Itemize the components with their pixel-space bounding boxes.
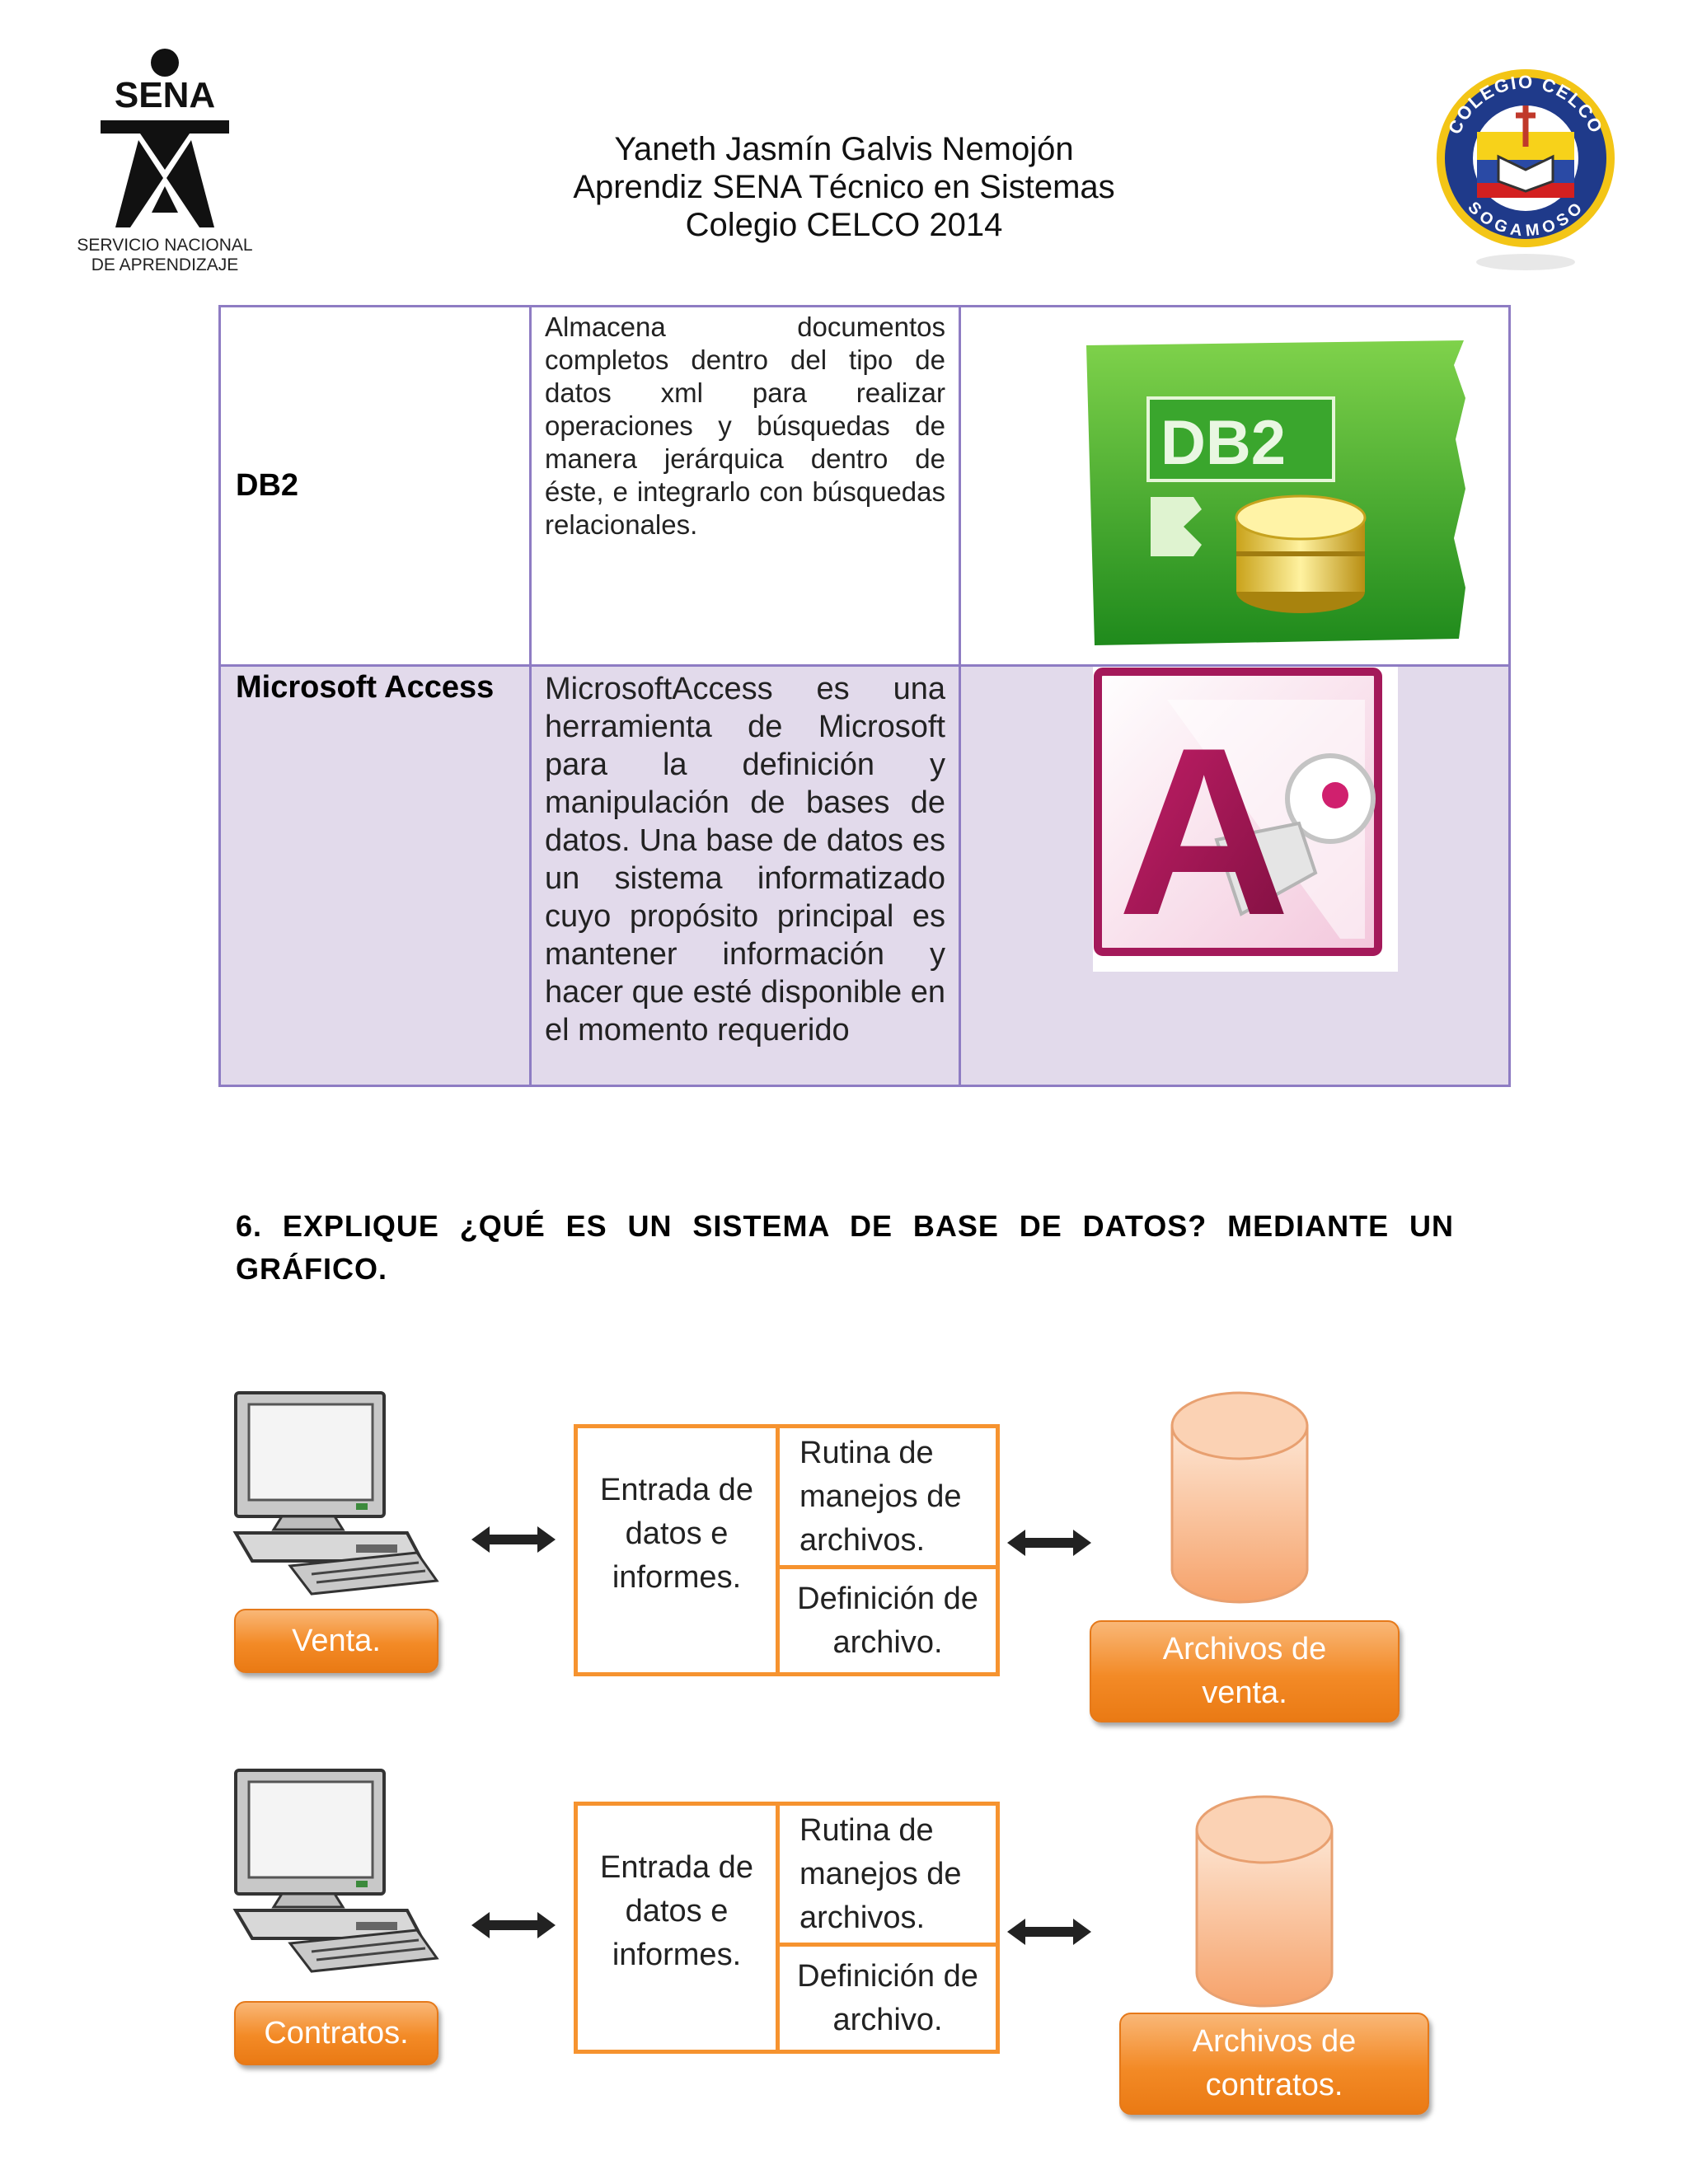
definicion-box: Definición de archivo. (776, 1565, 1000, 1676)
sena-logo-line2: DE APRENDIZAJE (91, 255, 239, 274)
access-logo-text: A (1118, 698, 1290, 965)
db-name: Microsoft Access (236, 670, 495, 705)
sena-logo-title: SENA (115, 75, 215, 115)
computer-icon (232, 1769, 440, 1975)
definicion-text: Definición de archivo. (797, 1581, 978, 1660)
rutina-text: Rutina de manejos de archivos. (799, 1435, 962, 1558)
double-arrow-icon (1006, 1915, 1093, 1948)
archivo-label: Archivos de contratos. (1119, 2013, 1429, 2115)
definicion-text: Definición de archivo. (797, 1958, 978, 2037)
rutina-text: Rutina de manejos de archivos. (799, 1812, 962, 1935)
header-text: Yaneth Jasmín Galvis Nemojón Aprendiz SE… (0, 130, 1688, 244)
definicion-box: Definición de archivo. (776, 1943, 1000, 2054)
user-label: Contratos. (234, 2001, 438, 2065)
entrada-text: Entrada de datos e informes. (600, 1849, 753, 1972)
double-arrow-icon (470, 1523, 557, 1556)
access-logo: A (1093, 667, 1398, 972)
db2-logo: DB2 (1086, 340, 1465, 645)
double-arrow-icon (470, 1909, 557, 1942)
db-name: DB2 (236, 468, 299, 503)
db-description: Almacena documentos completos dentro del… (545, 312, 945, 540)
table-cell-description: Almacena documentos completos dentro del… (529, 305, 961, 667)
header-program: Aprendiz SENA Técnico en Sistemas (573, 169, 1115, 205)
database-table: DB2 Almacena documentos completos dentro… (218, 305, 1511, 1087)
rutina-box: Rutina de manejos de archivos. (776, 1424, 1000, 1569)
computer-icon (232, 1391, 440, 1597)
db-description: MicrosoftAccess es una herramienta de Mi… (545, 672, 945, 1047)
celco-logo: COLEGIO CELCO SOGAMOSO (1431, 68, 1620, 282)
table-cell-name: Microsoft Access (218, 664, 532, 1087)
header-author: Yaneth Jasmín Galvis Nemojón (614, 131, 1074, 167)
user-label: Venta. (234, 1609, 438, 1673)
database-cylinder-icon (1169, 1390, 1311, 1607)
entrada-box: Entrada de datos e informes. (574, 1424, 780, 1676)
table-cell-name: DB2 (218, 305, 532, 667)
table-row: Microsoft Access MicrosoftAccess es una … (218, 664, 1511, 1087)
question-heading: 6. EXPLIQUE ¿QUÉ ES UN SISTEMA DE BASE D… (236, 1209, 1454, 1286)
entrada-box: Entrada de datos e informes. (574, 1802, 780, 2054)
header-school: Colegio CELCO 2014 (685, 207, 1003, 243)
db2-logo-text: DB2 (1160, 408, 1286, 478)
double-arrow-icon (1006, 1526, 1093, 1559)
table-row: DB2 Almacena documentos completos dentro… (218, 305, 1511, 667)
table-cell-logo: DB2 (959, 305, 1511, 667)
archivo-label: Archivos de venta. (1090, 1620, 1400, 1722)
table-cell-logo: A (959, 664, 1511, 1087)
sena-logo-line1: SERVICIO NACIONAL (77, 236, 252, 255)
entrada-text: Entrada de datos e informes. (600, 1472, 753, 1595)
database-cylinder-icon (1193, 1793, 1335, 2011)
table-cell-description: MicrosoftAccess es una herramienta de Mi… (529, 664, 961, 1087)
rutina-box: Rutina de manejos de archivos. (776, 1802, 1000, 1947)
sena-logo: SENA SERVICIO NACIONAL DE APRENDIZAJE (66, 48, 264, 287)
